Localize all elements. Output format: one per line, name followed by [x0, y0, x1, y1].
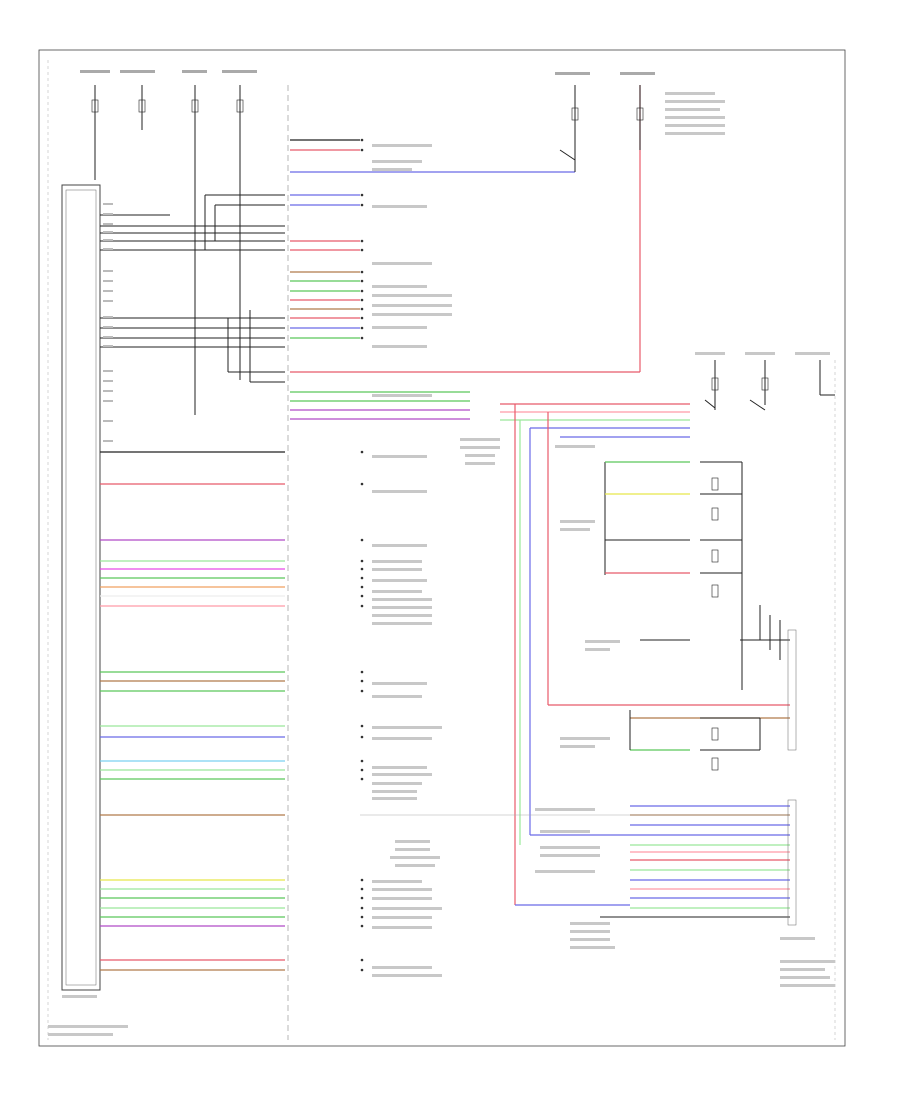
control-module-inner [65, 189, 97, 986]
connector-wire-bundle [290, 139, 640, 420]
relay-group-right [704, 360, 835, 411]
right-connector-box [787, 629, 797, 751]
illegible-labels [48, 92, 835, 1036]
control-module-box [61, 184, 101, 991]
connector-pins [360, 138, 364, 972]
page-frame [38, 49, 846, 1047]
right-trunk-wires [500, 403, 790, 906]
right-middle-wires [604, 461, 790, 751]
bottom-right-connector-wires [360, 805, 790, 918]
fuse-labels-top [80, 70, 655, 75]
relay-top-right [559, 85, 644, 372]
pin-number-ticks [103, 203, 113, 442]
fuse-group-right [711, 477, 719, 771]
right-connector-box-lower [787, 799, 797, 926]
internal-wiring-upper [100, 194, 285, 383]
left-wire-bundle [100, 451, 285, 971]
